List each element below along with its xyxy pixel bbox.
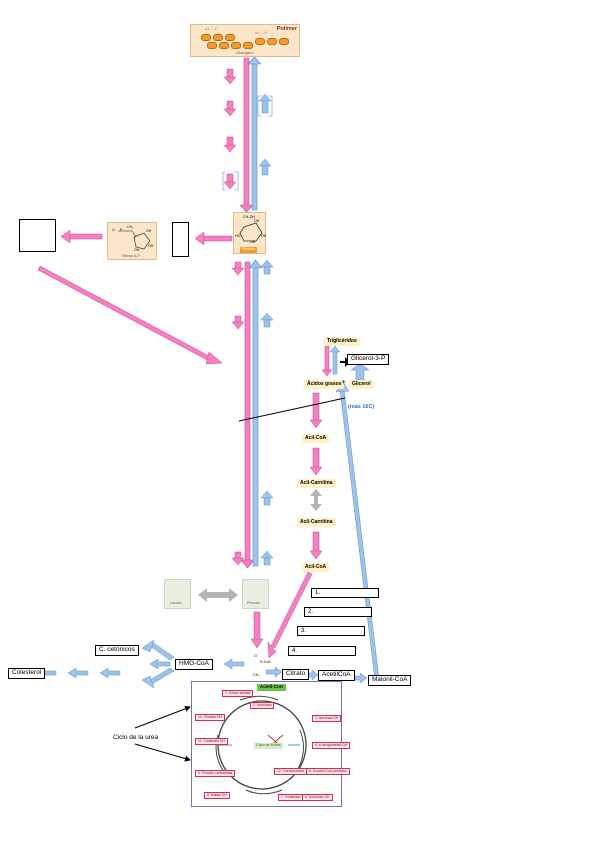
lipid-arrows — [267, 345, 370, 659]
acetyl-coa-badge: Acetil-CoA — [257, 684, 287, 691]
answer-box-number: 4. — [292, 648, 298, 654]
glucose-unit — [243, 42, 253, 49]
acetyl-o: O — [254, 654, 257, 658]
ribose-label: Ribosa 5-P — [122, 254, 140, 258]
glucose-unit — [201, 34, 211, 41]
glucose-panel: CH₂OH OH OH OH HO Glucosa — [233, 212, 266, 254]
glucose-atom: OH — [254, 219, 260, 223]
ribose-atom: OH — [134, 248, 140, 252]
ribose-atom: OH — [148, 244, 154, 248]
glucose-unit — [255, 38, 265, 45]
hmg-coa-box: HMG-CoA — [175, 659, 213, 670]
acyl-coa-label-1: Acil-CoA — [302, 434, 330, 443]
glucose-label: Glucosa — [240, 247, 258, 253]
fatty-acids-label: Ácidos grasos — [304, 380, 345, 389]
glucose-atom: HO — [235, 234, 241, 238]
acetyl-coa-box: AcetilCoA — [318, 670, 355, 681]
empty-answer-box-middle[interactable] — [172, 222, 189, 257]
answer-box-4[interactable]: 4. — [288, 646, 356, 656]
citrate-shuttle-arrows — [265, 666, 368, 684]
bracket-marks — [222, 95, 273, 191]
pyruvate-to-acetyl — [250, 611, 264, 649]
enzyme-label: 5. Succinil-CoA sintetasa — [306, 768, 350, 776]
acyl-carnitine-label-2: Acil-Carnitina — [297, 518, 336, 527]
polymer-panel: Polímer α1 → 4 α1 → 6 Glucógeno — [190, 24, 300, 57]
lactate-pyruvate-arrow — [198, 588, 238, 602]
answer-box-number: 1. — [315, 590, 321, 596]
pyruvate-label: Piruvato — [247, 601, 261, 605]
more-16c-note: (más 16C) — [348, 404, 375, 410]
lactate-panel: Lactato — [164, 579, 191, 609]
polymer-name: Glucógeno — [236, 51, 254, 55]
ribose-atom: OH — [146, 229, 152, 233]
citrate-box: Citrato — [282, 669, 310, 680]
glucose-unit — [231, 42, 241, 49]
acetyl-ch3: CH₃ — [253, 673, 260, 677]
krebs-cycle-panel: Acetil-CoA Ciclo de Krebs 1. Citrato sin… — [191, 681, 351, 807]
acetyl-scoa: S-CoA — [260, 660, 271, 664]
lactate-label: Lactato — [170, 601, 182, 605]
ribose-atom: CH₂ — [127, 225, 134, 229]
acyl-carnitine-label-1: Acil-Carnitina — [297, 479, 336, 488]
alpha-1-6-label: α1 → 6 — [255, 31, 267, 35]
enzyme-label: 12. Transaminasa — [274, 768, 307, 776]
answer-box-1[interactable]: 1. — [311, 588, 379, 598]
ribose-atom: P — [120, 228, 123, 232]
enzyme-label: 3. Isocitrato DH — [312, 715, 342, 723]
glucose-atom: OH — [250, 240, 256, 244]
enzyme-label: 2. Aconitasa — [250, 702, 275, 710]
answer-box-number: 3. — [301, 628, 307, 634]
enzyme-label: 1. Citrato sintasa — [222, 690, 254, 698]
glucose-atom: OH — [261, 234, 267, 238]
glucose-unit — [279, 38, 289, 45]
answer-box-number: 2. — [308, 609, 314, 615]
empty-answer-box-left[interactable] — [19, 219, 56, 252]
ribose-panel: O P CH₂ OH OH OH Ribosa 5-P — [107, 222, 157, 260]
enzyme-label: 9. Piruvato carboxilasa — [195, 770, 236, 778]
polymer-title: Polímer — [276, 26, 297, 32]
alpha-1-4-label: α1 → 4 — [205, 27, 217, 31]
enzyme-label: 10. Piruvato DH — [195, 714, 225, 722]
ribose-structure-icon — [118, 230, 151, 250]
cholesterol-box: Colesterol — [8, 668, 46, 679]
pyruvate-panel: Piruvato — [242, 579, 269, 609]
gluconeogenesis-blue-path — [247, 56, 263, 567]
enzyme-label: 8. Malato DH — [204, 792, 230, 800]
krebs-center-label: Ciclo de Krebs — [254, 743, 283, 749]
enzyme-label: 6. Succinato DH — [302, 794, 333, 802]
glucose-unit — [225, 34, 235, 41]
glucose-atom: CH₂OH — [243, 215, 255, 219]
glycerol-3p-box: Glicerol-3-P — [347, 354, 390, 365]
triglycerides-label: Triglicéridos — [324, 337, 360, 346]
enzyme-label: 7. Fumarasa — [278, 794, 304, 802]
glycerol-label: Glicerol — [349, 380, 374, 389]
glucose-unit — [207, 42, 217, 49]
pentose-arrows — [37, 229, 233, 365]
pink-step-arrows — [223, 68, 245, 566]
answer-box-3[interactable]: 3. — [297, 626, 365, 636]
ketone-bodies-box: C. cetónicos — [95, 645, 139, 656]
glucose-unit — [213, 34, 223, 41]
glucose-unit — [219, 42, 229, 49]
answer-box-2[interactable]: 2. — [304, 607, 372, 617]
ketone-cholesterol-arrows — [35, 639, 245, 689]
blue-step-arrows — [258, 93, 274, 566]
urea-cycle-label: Ciclo de la urea — [113, 734, 159, 741]
glucose-unit — [267, 38, 277, 45]
malonyl-coa-box: Malonil-CoA — [368, 675, 412, 686]
glucose-ring-icon — [239, 222, 263, 242]
enzyme-label: 11. Glutamato DH — [195, 738, 228, 746]
plus-sign: + — [342, 380, 346, 386]
glycolysis-pink-path — [239, 57, 255, 569]
ribose-atom: O — [112, 228, 115, 232]
acyl-coa-label-2: Acil-CoA — [302, 563, 330, 572]
enzyme-label: 4. α-cetoglutarato DH — [312, 742, 351, 750]
